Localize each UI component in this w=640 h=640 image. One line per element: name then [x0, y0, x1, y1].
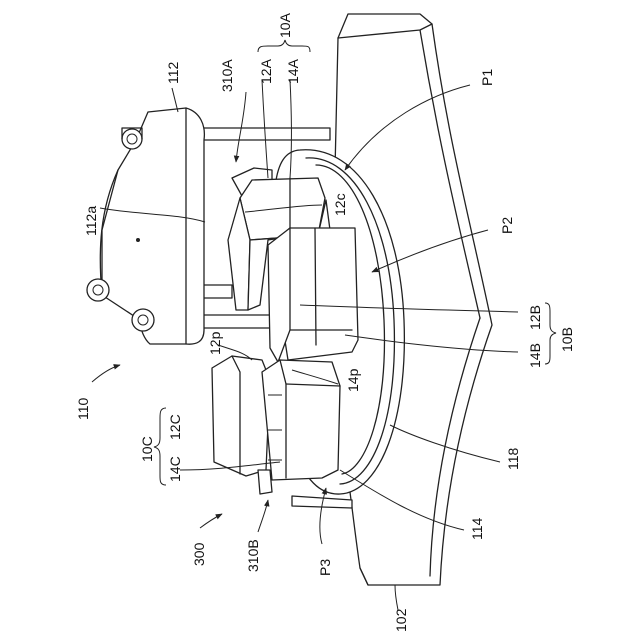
arrow-310A: [236, 92, 246, 162]
label-14p: 14p: [345, 368, 361, 392]
label-P3: P3: [317, 559, 333, 576]
label-12A: 12A: [258, 58, 274, 84]
arrow-310B: [258, 500, 268, 532]
label-112a: 112a: [83, 206, 99, 236]
label-P2: P2: [499, 217, 515, 234]
label-10A: 10A: [277, 12, 293, 38]
brace-10C: [154, 408, 166, 485]
label-102: 102: [393, 608, 409, 632]
label-12c: 12c: [332, 193, 348, 216]
label-14B: 14B: [527, 343, 543, 368]
label-14C: 14C: [167, 456, 183, 482]
label-10B: 10B: [559, 327, 575, 352]
label-310A: 310A: [219, 59, 235, 92]
label-P1: P1: [479, 69, 495, 86]
label-12C: 12C: [167, 414, 183, 440]
arrow-300: [200, 514, 222, 528]
label-110: 110: [75, 397, 91, 420]
label-112: 112: [165, 61, 181, 84]
label-12p: 12p: [207, 331, 223, 355]
label-12B: 12B: [527, 305, 543, 330]
unit-10B: [268, 228, 358, 362]
label-10C: 10C: [139, 436, 155, 462]
brace-10B: [545, 303, 556, 364]
brace-10A: [258, 40, 310, 52]
label-310B: 310B: [245, 539, 261, 572]
label-14A: 14A: [285, 58, 301, 84]
label-114: 114: [469, 517, 485, 540]
label-300: 300: [191, 542, 207, 566]
arrow-110: [92, 365, 120, 382]
arrow-P3: [320, 488, 326, 544]
label-118: 118: [505, 447, 521, 470]
